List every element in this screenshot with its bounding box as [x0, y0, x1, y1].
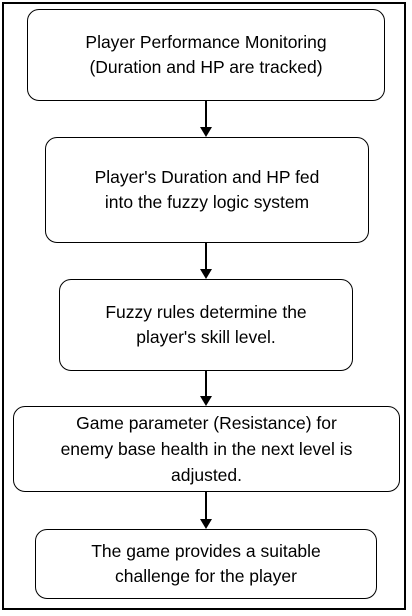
arrow-2-3-head	[200, 269, 212, 279]
step-5-text: The game provides a suitable challenge f…	[91, 541, 321, 586]
step-4-text: Game parameter (Resistance) for enemy ba…	[60, 413, 353, 485]
arrow-4-5-head	[200, 519, 212, 529]
arrow-1-2-head	[200, 127, 212, 137]
step-1-text: Player Performance Monitoring (Duration …	[85, 32, 327, 77]
step-2-text: Player's Duration and HP fed into the fu…	[94, 167, 320, 212]
step-suitable-challenge: The game provides a suitable challenge f…	[35, 529, 377, 599]
step-3-text: Fuzzy rules determine the player's skill…	[105, 302, 307, 347]
step-fuzzy-rules: Fuzzy rules determine the player's skill…	[59, 279, 353, 371]
step-performance-monitoring: Player Performance Monitoring (Duration …	[27, 9, 385, 101]
step-parameter-adjustment: Game parameter (Resistance) for enemy ba…	[13, 406, 400, 492]
diagram-frame	[2, 2, 406, 610]
step-fuzzy-input: Player's Duration and HP fed into the fu…	[45, 137, 369, 243]
arrow-3-4-head	[200, 396, 212, 406]
